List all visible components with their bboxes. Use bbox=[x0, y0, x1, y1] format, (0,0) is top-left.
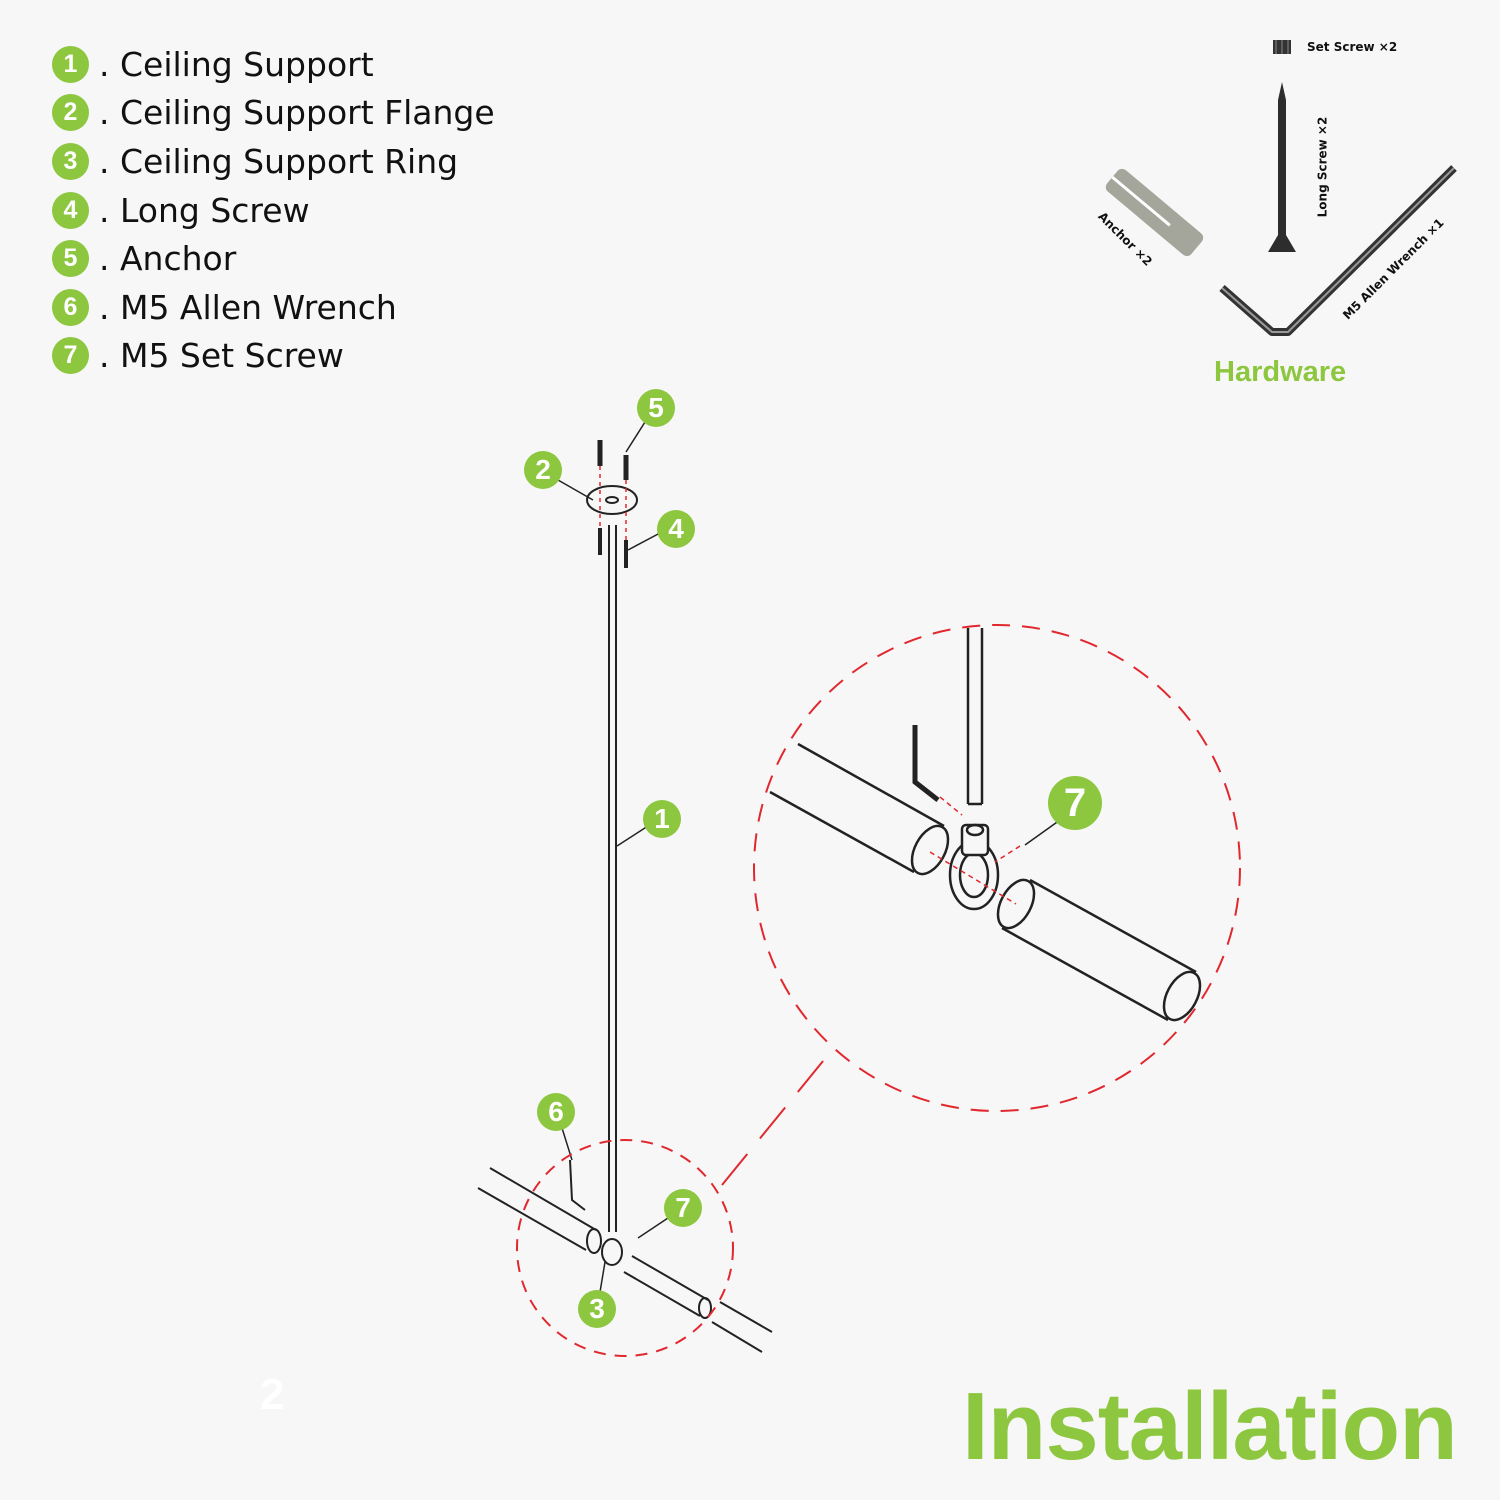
legend-item: 2 . Ceiling Support Flange bbox=[52, 89, 495, 138]
number-badge: 1 bbox=[52, 45, 89, 83]
set-screw-label: Set Screw ×2 bbox=[1307, 40, 1398, 54]
allen-wrench-icon bbox=[1219, 165, 1457, 336]
callout-long-screw: 4 bbox=[657, 510, 695, 548]
callout-ceiling-support: 1 bbox=[643, 800, 681, 838]
legend-label: . Ceiling Support Flange bbox=[99, 93, 495, 133]
legend-item: 5 . Anchor bbox=[52, 234, 495, 283]
legend-label: . Long Screw bbox=[99, 190, 310, 230]
callout-set-screw: 7 bbox=[664, 1189, 702, 1227]
legend-item: 3 . Ceiling Support Ring bbox=[52, 137, 495, 186]
long-screw-label: Long Screw ×2 bbox=[1315, 116, 1330, 218]
callout-flange: 2 bbox=[524, 451, 562, 489]
legend-label: . M5 Set Screw bbox=[99, 336, 344, 376]
long-screw-icon bbox=[1268, 82, 1296, 252]
detail-circle-large bbox=[753, 624, 1241, 1112]
number-badge: 6 bbox=[52, 288, 89, 326]
small-tube-view bbox=[477, 1159, 773, 1353]
number-badge: 5 bbox=[52, 240, 89, 278]
legend-label: . Ceiling Support Ring bbox=[99, 141, 459, 181]
legend-label: . Ceiling Support bbox=[99, 44, 374, 84]
ceiling-support-pole bbox=[586, 440, 638, 1232]
legend-label: . M5 Allen Wrench bbox=[99, 287, 397, 327]
alignment-lines bbox=[599, 466, 627, 540]
anchor-icon bbox=[1105, 168, 1204, 257]
leader-lines bbox=[557, 421, 1061, 1293]
number-badge: 3 bbox=[52, 142, 89, 180]
page-number: 2 bbox=[260, 1370, 285, 1419]
set-screw-icon bbox=[1273, 40, 1291, 54]
number-badge: 7 bbox=[52, 337, 89, 375]
legend-item: 1 . Ceiling Support bbox=[52, 40, 495, 89]
legend-label: . Anchor bbox=[99, 239, 237, 279]
legend-item: 6 . M5 Allen Wrench bbox=[52, 283, 495, 332]
parts-legend: 1 . Ceiling Support 2 . Ceiling Support Fl… bbox=[52, 40, 495, 380]
callout-ring: 3 bbox=[578, 1290, 616, 1328]
callout-set-screw-detail: 7 bbox=[1048, 776, 1102, 830]
detail-circle-small bbox=[516, 1139, 734, 1357]
callout-anchor: 5 bbox=[637, 389, 675, 427]
flange bbox=[586, 485, 638, 515]
legend-item: 4 . Long Screw bbox=[52, 186, 495, 235]
alignment-lines-detail bbox=[929, 796, 1021, 905]
large-detail-view bbox=[769, 628, 1202, 1022]
hardware-title: Hardware bbox=[1214, 356, 1347, 388]
page-title: Installation bbox=[962, 1373, 1458, 1480]
number-badge: 4 bbox=[52, 191, 89, 229]
detail-connector bbox=[721, 1049, 833, 1186]
legend-item: 7 . M5 Set Screw bbox=[52, 332, 495, 381]
callout-allen-wrench: 6 bbox=[537, 1093, 575, 1131]
number-badge: 2 bbox=[52, 94, 89, 132]
